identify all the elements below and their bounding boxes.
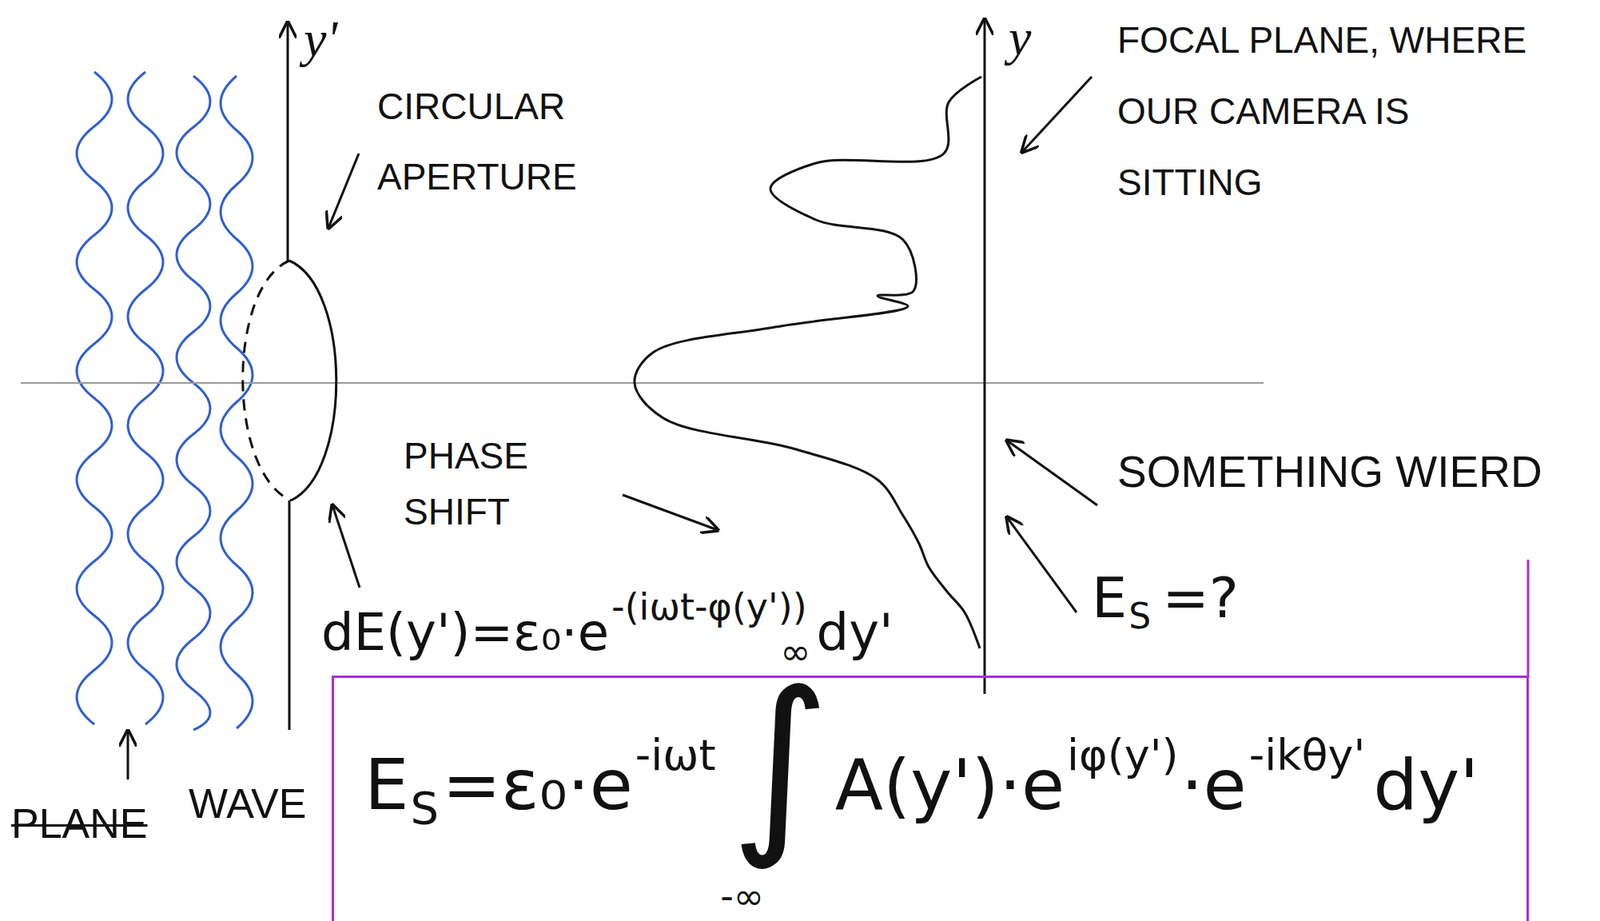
equation-part: -ikθy': [1249, 733, 1366, 777]
aperture-axis-lower: [288, 500, 291, 730]
equation-part: -iωt: [635, 733, 717, 777]
leader-arrow: [328, 153, 359, 228]
callout-text: SOMETHING WIERD: [1117, 445, 1543, 498]
wave-fronts: [76, 71, 253, 730]
callout-text: CIRCULAR APERTURE: [377, 71, 617, 212]
aperture-axis-upper: [286, 22, 290, 261]
equation-part: A(y')·e: [835, 749, 1065, 820]
box-rule: [1527, 559, 1530, 677]
wave-line: [76, 71, 112, 725]
equation-part: S: [1128, 598, 1151, 634]
equation-part: -∞: [720, 877, 765, 915]
axis-label: y': [303, 9, 338, 69]
leader-arrow: [622, 494, 718, 530]
wave-line: [220, 75, 253, 729]
crossed-out-text: PLANE: [11, 799, 148, 848]
equation-part: dE(y')=ε₀·e: [321, 606, 609, 658]
leader-arrow: [1006, 440, 1098, 506]
equation-part: ·e: [1181, 749, 1247, 820]
wave-line: [176, 75, 211, 730]
equation-part: =?: [1162, 569, 1239, 626]
equation-part: ∞: [780, 632, 811, 670]
callout-text: PHASE SHIFT: [403, 427, 612, 540]
equation-part: E: [364, 749, 410, 820]
equation-part: =ε₀·e: [441, 749, 633, 820]
wave-line: [127, 71, 164, 725]
axis-label: y: [1008, 7, 1031, 68]
equation-box: ES=ε₀·e-iωt∞∫-∞A(y')·eiφ(y')·e-ikθy'dy': [331, 675, 1529, 921]
equation-part: dy': [1373, 749, 1479, 820]
equation-part: ∫: [730, 665, 831, 858]
equation-part: E: [1091, 569, 1127, 626]
leader-arrow: [1022, 76, 1092, 152]
focal-plane-axis: [983, 19, 987, 694]
equation-part: S: [410, 785, 440, 831]
callout-text: WAVE: [188, 779, 307, 828]
equation-part: iφ(y'): [1066, 733, 1179, 777]
aperture-back: [242, 260, 291, 501]
equation-part: dy': [816, 606, 894, 658]
aperture-front: [289, 260, 337, 501]
leader-arrow: [332, 505, 360, 588]
leader-arrow: [127, 730, 130, 780]
equation-part: -(iωt-φ(y')): [611, 588, 808, 625]
intensity-pattern: [634, 76, 982, 649]
leader-arrow: [1006, 517, 1077, 613]
callout-text: FOCAL PLANE, WHERE OUR CAMERA IS SITTING: [1117, 4, 1530, 219]
optical-axis: [20, 382, 1264, 384]
